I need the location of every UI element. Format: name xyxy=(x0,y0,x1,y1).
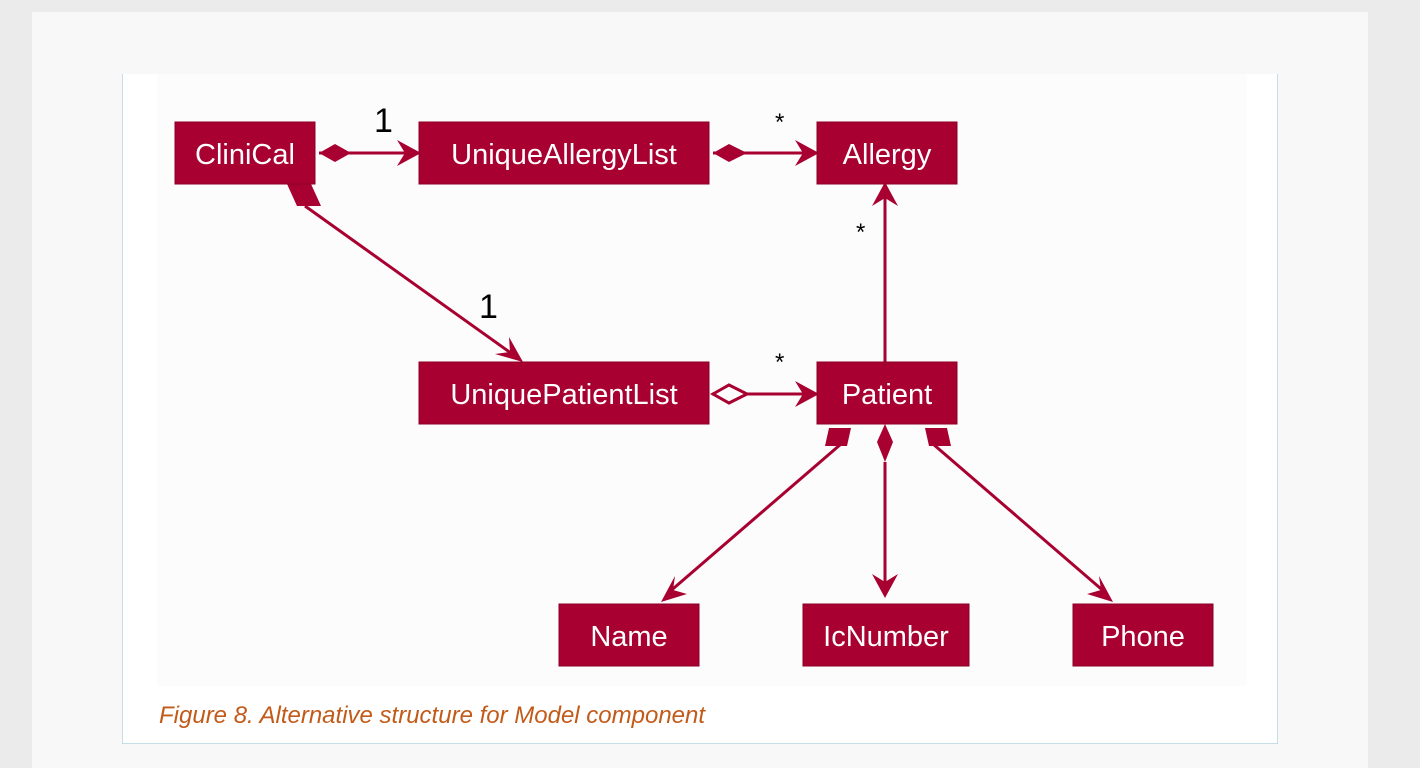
class-phone-label: Phone xyxy=(1101,621,1185,653)
class-unique-patient-list: UniquePatientList xyxy=(418,361,710,425)
diagram-canvas: 1 * * 1 * CliniCal UniqueAllergyList All… xyxy=(174,102,1214,667)
class-unique-allergy-list-label: UniqueAllergyList xyxy=(451,139,677,171)
class-ic-number: IcNumber xyxy=(802,603,970,667)
class-name-label: Name xyxy=(590,621,667,653)
mult-patientlist-patient: * xyxy=(775,349,784,376)
class-phone: Phone xyxy=(1072,603,1214,667)
class-clinical: CliniCal xyxy=(174,121,316,185)
class-unique-patient-list-label: UniquePatientList xyxy=(450,379,677,411)
figure-caption: Figure 8. Alternative structure for Mode… xyxy=(159,702,706,729)
figure-frame: 1 * * 1 * CliniCal UniqueAllergyList All… xyxy=(122,74,1278,744)
mult-patient-allergy: * xyxy=(856,219,865,246)
uml-class-diagram: 1 * * 1 * CliniCal UniqueAllergyList All… xyxy=(157,74,1247,686)
edge-clinical-patientlist xyxy=(287,184,523,362)
mult-allergylist-allergy: * xyxy=(775,109,784,136)
edge-patient-allergy xyxy=(872,182,898,362)
mult-clinical-allergylist: 1 xyxy=(374,102,393,140)
class-allergy-label: Allergy xyxy=(843,139,932,171)
class-patient: Patient xyxy=(816,361,958,425)
edge-patientlist-patient xyxy=(709,381,819,407)
class-ic-number-label: IcNumber xyxy=(823,621,949,653)
edge-patient-icnumber xyxy=(872,424,898,598)
class-name: Name xyxy=(558,603,700,667)
page-content: 1 * * 1 * CliniCal UniqueAllergyList All… xyxy=(32,12,1368,768)
class-patient-label: Patient xyxy=(842,379,932,411)
edge-patient-name xyxy=(661,428,851,602)
edge-patient-phone xyxy=(925,428,1113,602)
edge-allergylist-allergy xyxy=(713,140,819,166)
edge-clinical-allergylist xyxy=(319,140,421,166)
class-clinical-label: CliniCal xyxy=(195,139,295,171)
class-allergy: Allergy xyxy=(816,121,958,185)
mult-clinical-patientlist: 1 xyxy=(479,288,498,326)
class-unique-allergy-list: UniqueAllergyList xyxy=(418,121,710,185)
